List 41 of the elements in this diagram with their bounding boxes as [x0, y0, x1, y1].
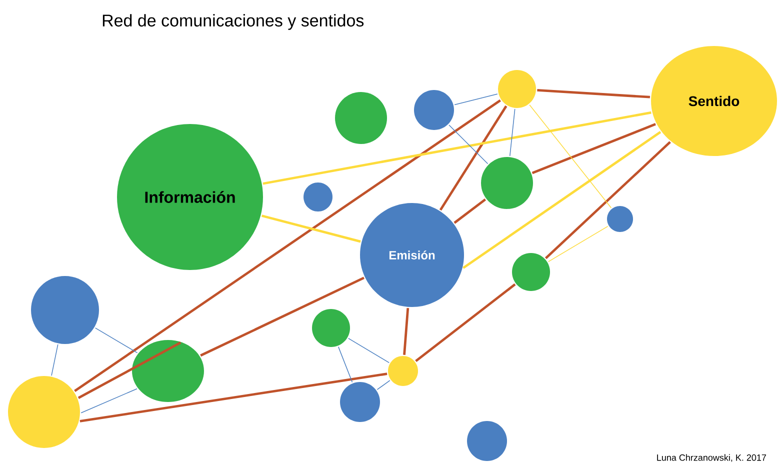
connector-line: [78, 341, 182, 400]
connector-line: [376, 380, 390, 390]
connector-line: [548, 226, 608, 262]
connector-line: [80, 372, 388, 422]
circle: [335, 92, 387, 144]
circle: [132, 340, 204, 402]
circle: [31, 276, 99, 344]
connector-line: [403, 308, 410, 355]
circle: [340, 382, 380, 422]
circle: [607, 206, 633, 232]
circle: [312, 309, 350, 347]
connector-line: [80, 388, 138, 414]
connector-line: [94, 328, 138, 354]
connector-line: [348, 338, 390, 364]
connector-line: [544, 141, 671, 260]
connector-line: [338, 346, 353, 383]
connector-line: [454, 198, 486, 224]
connector-line: [537, 89, 650, 98]
connector-line: [262, 111, 652, 185]
circle: [481, 157, 533, 209]
citation: Luna Chrzanowski, K. 2017: [657, 454, 766, 462]
circle: [498, 70, 536, 108]
connector-line: [200, 276, 364, 357]
connector-line: [51, 344, 58, 376]
connector-line: [74, 99, 501, 392]
connector-line: [439, 105, 508, 211]
connector-line: [261, 214, 361, 243]
connector-line: [529, 104, 612, 208]
circle: [512, 253, 550, 291]
circle: [467, 421, 507, 461]
title: Red de comunicaciones y sentidos: [102, 14, 364, 30]
connector-line: [448, 124, 488, 164]
circle: [8, 376, 80, 448]
connector-line: [415, 283, 516, 362]
circle: [414, 90, 454, 130]
circle: [388, 356, 418, 386]
connector-line: [454, 94, 498, 106]
circle: [304, 182, 332, 212]
connector-line: [510, 108, 516, 156]
connector-line: [462, 131, 662, 269]
connector-line: [532, 123, 656, 174]
